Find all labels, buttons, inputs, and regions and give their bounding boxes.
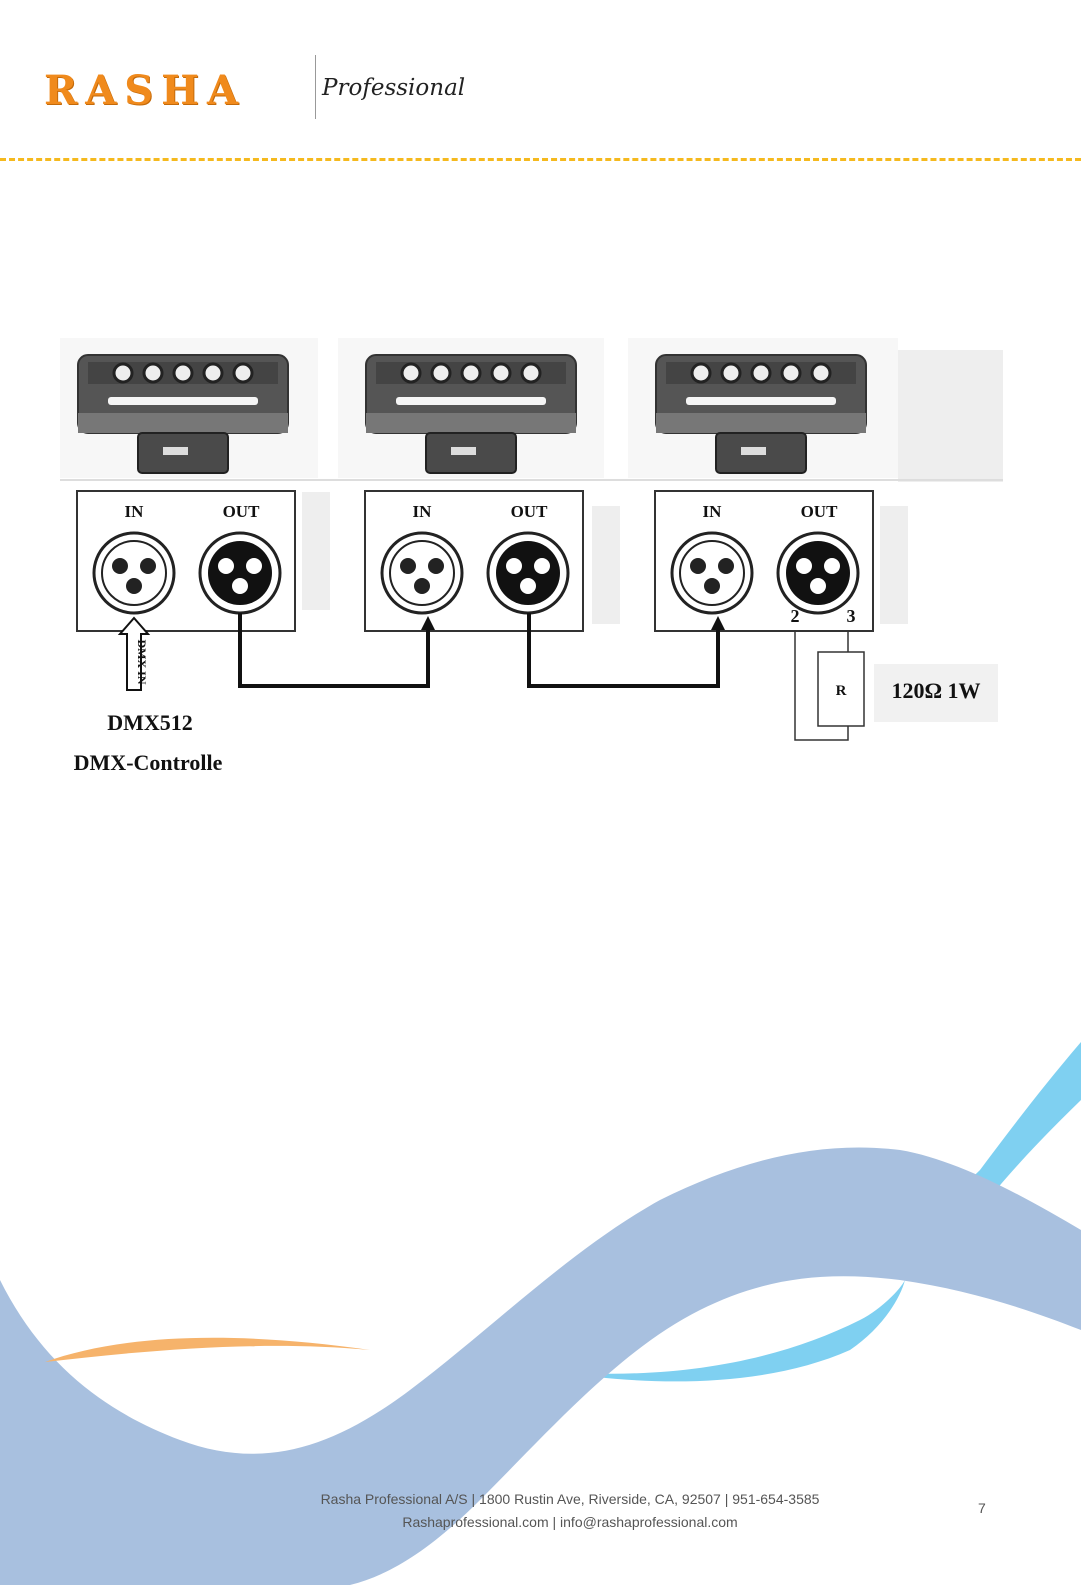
- panel-1-out-label: OUT: [223, 502, 261, 521]
- panel-1-in-label: IN: [125, 502, 145, 521]
- panel-2-in-label: IN: [413, 502, 433, 521]
- controller-name-label: DMX-Controlle: [74, 750, 223, 775]
- pin-3-label: 3: [847, 606, 856, 626]
- header-divider: [0, 158, 1081, 161]
- brand-name: RASHA: [44, 67, 246, 114]
- panel-1-xlr-out-icon: [200, 533, 280, 613]
- logo-separator: [315, 55, 316, 119]
- footer-contact: Rashaprofessional.com | info@rashaprofes…: [200, 1511, 940, 1534]
- panel-1-xlr-in-icon: [94, 533, 174, 613]
- controller-model-label: DMX512: [107, 710, 193, 735]
- dmx-in-arrow-icon: DMX IN: [120, 618, 149, 690]
- panel-2-xlr-out-icon: [488, 533, 568, 613]
- panel-2-xlr-in-icon: [382, 533, 462, 613]
- panel-2-out-label: OUT: [511, 502, 549, 521]
- resistor-value-label: 120Ω 1W: [891, 678, 980, 703]
- panel-3-in-label: IN: [703, 502, 723, 521]
- panel-3-out-label: OUT: [801, 502, 839, 521]
- footer-address: Rasha Professional A/S | 1800 Rustin Ave…: [200, 1488, 940, 1511]
- panel-3-xlr-in-icon: [672, 533, 752, 613]
- dmx-in-label: DMX IN: [135, 640, 149, 685]
- page-number: 7: [978, 1500, 986, 1516]
- pin-2-label: 2: [791, 606, 800, 626]
- resistor-label: R: [836, 683, 847, 699]
- brand-subtitle: Professional: [322, 75, 465, 101]
- page-footer: Rasha Professional A/S | 1800 Rustin Ave…: [200, 1488, 940, 1534]
- panel-3-xlr-out-icon: [778, 533, 858, 613]
- dmx-wiring-diagram: IN OUT IN OUT IN OUT DMX IN DMX512 DMX-C…: [0, 330, 1081, 790]
